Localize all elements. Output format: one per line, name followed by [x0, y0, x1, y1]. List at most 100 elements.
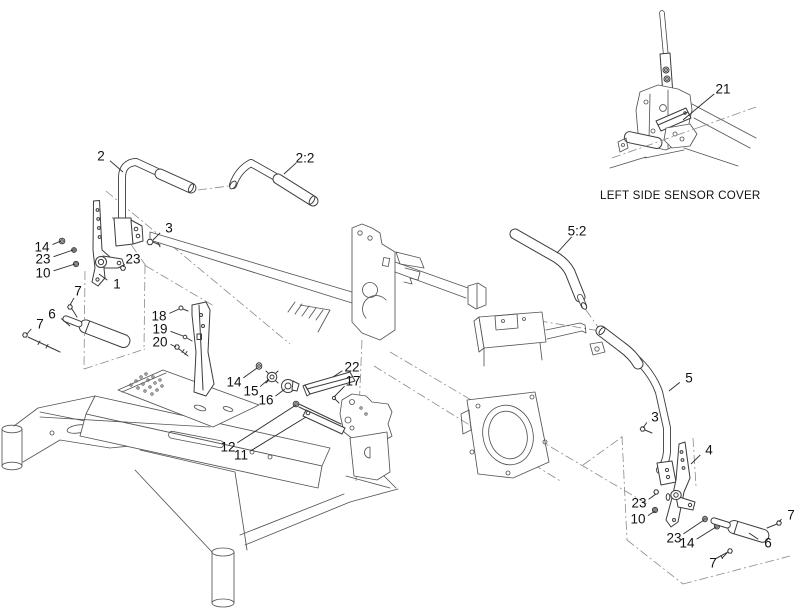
leader-line — [332, 370, 343, 378]
callout-6-9[interactable]: 6 — [48, 307, 71, 327]
left-lever-assembly — [22, 158, 319, 357]
callout-number[interactable]: 16 — [258, 393, 273, 408]
frame-weldment — [1, 223, 606, 608]
callout-number[interactable]: 14 — [226, 375, 242, 390]
leader-line — [283, 162, 297, 175]
callout-14-14[interactable]: 14 — [226, 367, 258, 390]
leader-line — [556, 236, 572, 254]
callout-number[interactable]: 14 — [34, 240, 50, 255]
callout-number[interactable]: 21 — [715, 82, 730, 97]
callout-5-2-22[interactable]: 5:2 — [556, 224, 587, 254]
callout-number[interactable]: 7 — [787, 508, 795, 523]
callout-7-10[interactable]: 7 — [26, 317, 44, 335]
right-lever-assembly — [509, 228, 782, 560]
leader-line — [69, 297, 75, 306]
callout-number[interactable]: 10 — [35, 266, 50, 281]
callout-number[interactable]: 1 — [113, 277, 121, 292]
callout-20-13[interactable]: 20 — [152, 335, 177, 350]
callout-19-12[interactable]: 19 — [152, 322, 184, 337]
callout-number[interactable]: 5:2 — [568, 224, 587, 239]
callout-3-24[interactable]: 3 — [642, 410, 659, 429]
callout-1-7[interactable]: 1 — [98, 273, 121, 292]
callout-number[interactable]: 22 — [344, 360, 359, 375]
callout-2-2-1[interactable]: 2:2 — [283, 151, 315, 175]
inset-detail-view: LEFT SIDE SENSOR COVER — [600, 10, 760, 202]
callout-number[interactable]: 10 — [630, 512, 645, 527]
callout-number[interactable]: 23 — [35, 252, 50, 267]
callout-7-8[interactable]: 7 — [69, 284, 82, 306]
callout-15-15[interactable]: 15 — [243, 378, 270, 399]
callout-23-28[interactable]: 23 — [666, 519, 705, 546]
callout-number[interactable]: 3 — [165, 221, 173, 236]
callout-number[interactable]: 14 — [679, 536, 695, 551]
callout-number[interactable]: 6 — [764, 536, 772, 551]
leader-line — [60, 318, 71, 327]
callout-number[interactable]: 17 — [345, 374, 360, 389]
callout-number[interactable]: 20 — [152, 335, 167, 350]
callout-4-25[interactable]: 4 — [690, 443, 713, 465]
callout-14-3[interactable]: 14 — [34, 240, 62, 255]
leader-line — [642, 422, 648, 429]
callout-23-6[interactable]: 23 — [122, 252, 141, 268]
callout-number[interactable]: 2:2 — [296, 151, 315, 166]
callout-number[interactable]: 11 — [234, 448, 248, 463]
callout-2-0[interactable]: 2 — [97, 149, 124, 173]
leader-line — [152, 232, 161, 241]
damper-6-left — [62, 315, 131, 349]
callout-number[interactable]: 19 — [152, 322, 167, 337]
sensor-cover-21 — [655, 107, 692, 132]
callout-number[interactable]: 23 — [631, 496, 646, 511]
leader-line — [682, 93, 715, 121]
callout-14-29[interactable]: 14 — [679, 526, 717, 551]
callout-number[interactable]: 12 — [220, 440, 235, 455]
leader-line — [52, 240, 62, 246]
leader-line — [259, 378, 270, 387]
sensor-parts-group — [255, 362, 356, 435]
leader-line — [333, 385, 345, 398]
callout-number[interactable]: 7 — [709, 556, 717, 571]
callout-number[interactable]: 7 — [36, 317, 44, 332]
leader-line — [109, 160, 124, 173]
callout-11-20[interactable]: 11 — [234, 416, 307, 463]
handle-5-2 — [509, 228, 588, 310]
handle-5 — [595, 325, 677, 486]
callout-6-31[interactable]: 6 — [748, 532, 772, 551]
leader-line — [53, 249, 74, 258]
callout-10-5[interactable]: 10 — [35, 263, 76, 281]
callout-7-32[interactable]: 7 — [709, 552, 728, 571]
deck-plate-holes — [129, 372, 234, 412]
callout-number[interactable]: 15 — [243, 384, 258, 399]
callout-17-18[interactable]: 17 — [333, 374, 361, 398]
callout-number[interactable]: 4 — [705, 443, 713, 458]
callout-18-11[interactable]: 18 — [151, 308, 180, 324]
callout-12-19[interactable]: 12 — [220, 404, 297, 455]
callout-number[interactable]: 2 — [97, 149, 105, 164]
leader-line — [690, 454, 701, 465]
callout-number[interactable]: 23 — [125, 252, 140, 267]
callout-number[interactable]: 7 — [74, 284, 82, 299]
leader-line — [647, 510, 656, 516]
callout-3-2[interactable]: 3 — [152, 221, 173, 241]
leader-line — [170, 330, 184, 337]
callout-5-23[interactable]: 5 — [668, 371, 693, 392]
callout-7-30[interactable]: 7 — [778, 508, 795, 523]
callout-number[interactable]: 5 — [685, 371, 693, 386]
callout-10-27[interactable]: 10 — [630, 510, 656, 527]
leader-line — [648, 493, 657, 500]
callout-23-4[interactable]: 23 — [35, 249, 74, 267]
callout-21-21[interactable]: 21 — [682, 82, 731, 121]
leader-line — [169, 308, 180, 314]
callout-23-26[interactable]: 23 — [631, 493, 657, 511]
callout-number[interactable]: 18 — [151, 309, 166, 324]
leader-line — [748, 532, 759, 540]
handle-2 — [113, 158, 197, 247]
callout-number[interactable]: 3 — [651, 410, 659, 425]
callout-22-17[interactable]: 22 — [332, 360, 360, 378]
leader-line — [275, 388, 286, 397]
callout-16-16[interactable]: 16 — [258, 388, 286, 408]
callout-number[interactable]: 6 — [48, 307, 56, 322]
callout-number[interactable]: 23 — [666, 531, 681, 546]
lever-plate-1 — [91, 200, 125, 287]
